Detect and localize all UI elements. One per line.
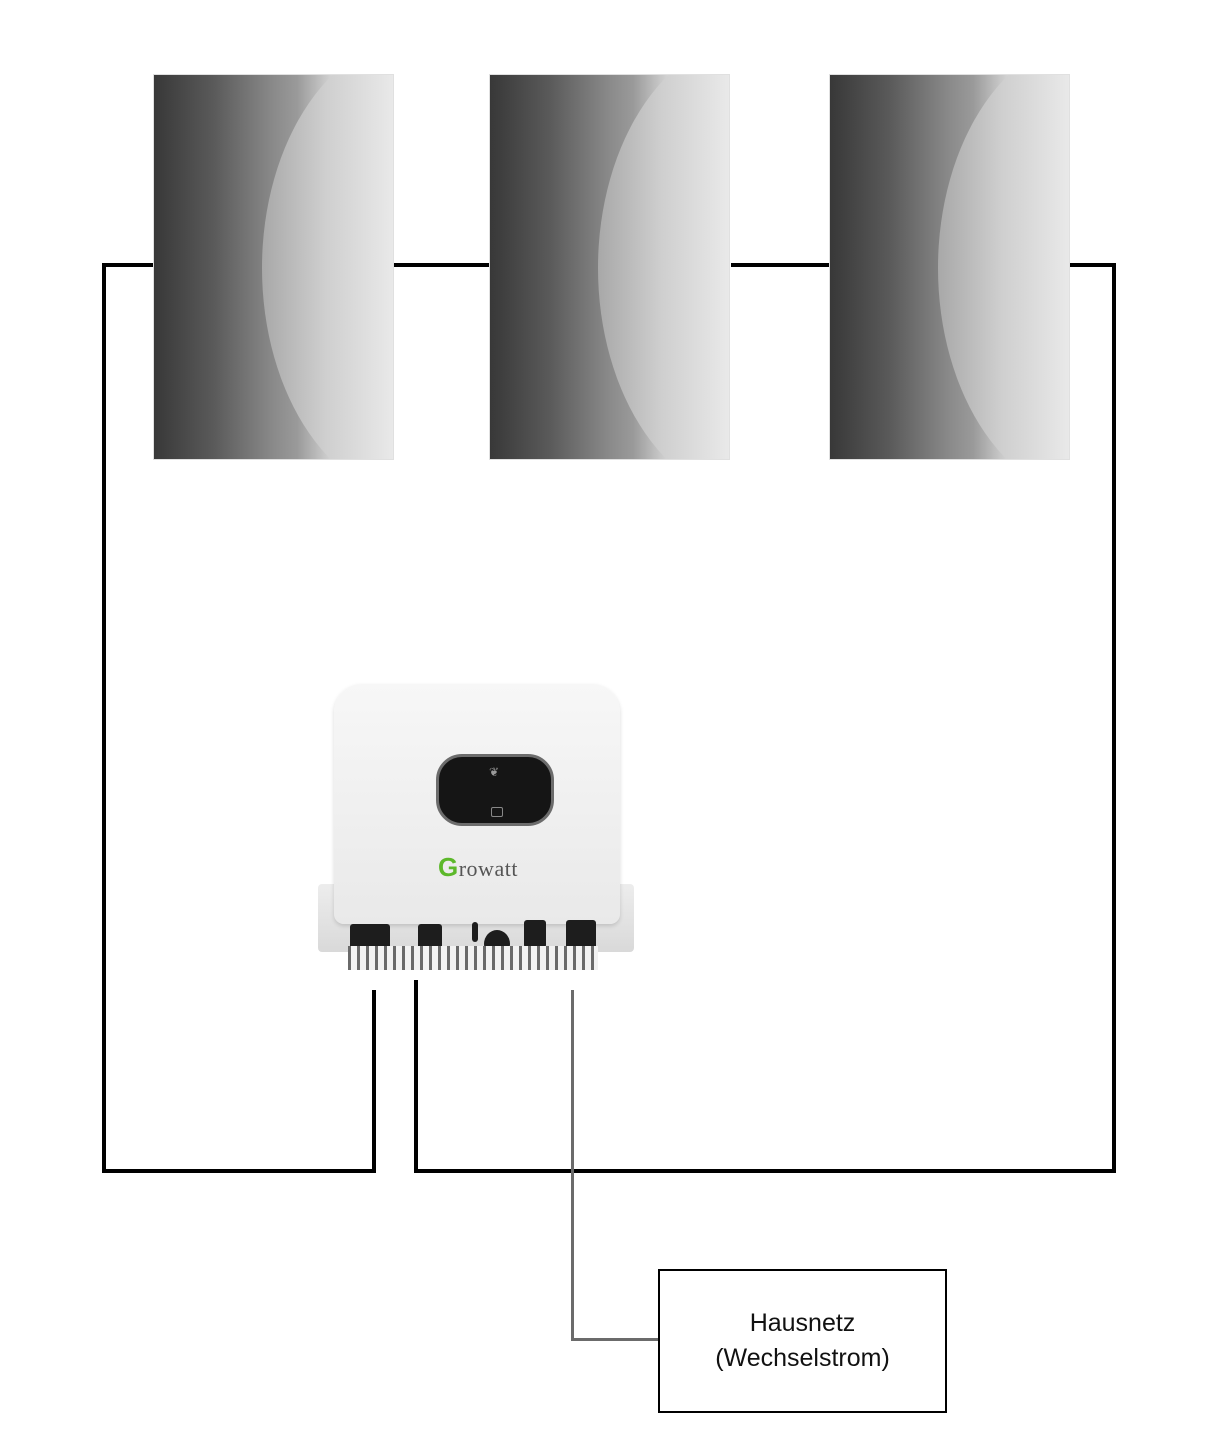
logo-text: rowatt	[458, 856, 518, 881]
panel-sheen	[938, 75, 1069, 459]
dc-wire-left-vertical	[102, 263, 106, 1173]
inverter-display: ❦	[436, 754, 554, 826]
growatt-logo: Growatt	[438, 852, 518, 883]
dc-wire-right-top	[1070, 263, 1116, 267]
antenna-connector	[472, 922, 478, 942]
dc-wire-panel1-panel2	[394, 263, 490, 267]
ac-wire-vertical	[571, 990, 574, 1341]
inverter: ❦ Growatt	[310, 684, 640, 974]
dc-wire-left-top	[104, 263, 154, 267]
grid-box-subtitle: (Wechselstrom)	[715, 1344, 890, 1372]
solar-panel-3	[829, 74, 1070, 460]
logo-initial: G	[438, 852, 459, 882]
house-grid-box: Hausnetz (Wechselstrom)	[658, 1269, 947, 1413]
solar-panel-2	[489, 74, 730, 460]
dc-wire-right-bottom	[414, 1169, 1116, 1173]
ac-wire-horizontal	[571, 1338, 659, 1341]
inverter-body: ❦ Growatt	[334, 684, 620, 924]
solar-panel-1	[153, 74, 394, 460]
dc-wire-right-vertical	[1112, 263, 1116, 1173]
dc-wire-left-bottom	[102, 1169, 376, 1173]
heat-sink-fins	[348, 946, 598, 970]
leaf-icon: ❦	[489, 765, 500, 779]
dc-wire-inverter-minus	[372, 990, 376, 1173]
touch-button-icon	[491, 807, 503, 817]
dc-wire-panel2-panel3	[731, 263, 830, 267]
panel-sheen	[598, 75, 729, 459]
grid-box-title: Hausnetz	[749, 1309, 856, 1337]
gland-connector	[524, 920, 546, 948]
panel-sheen	[262, 75, 393, 459]
dc-wire-inverter-plus	[414, 980, 418, 1173]
